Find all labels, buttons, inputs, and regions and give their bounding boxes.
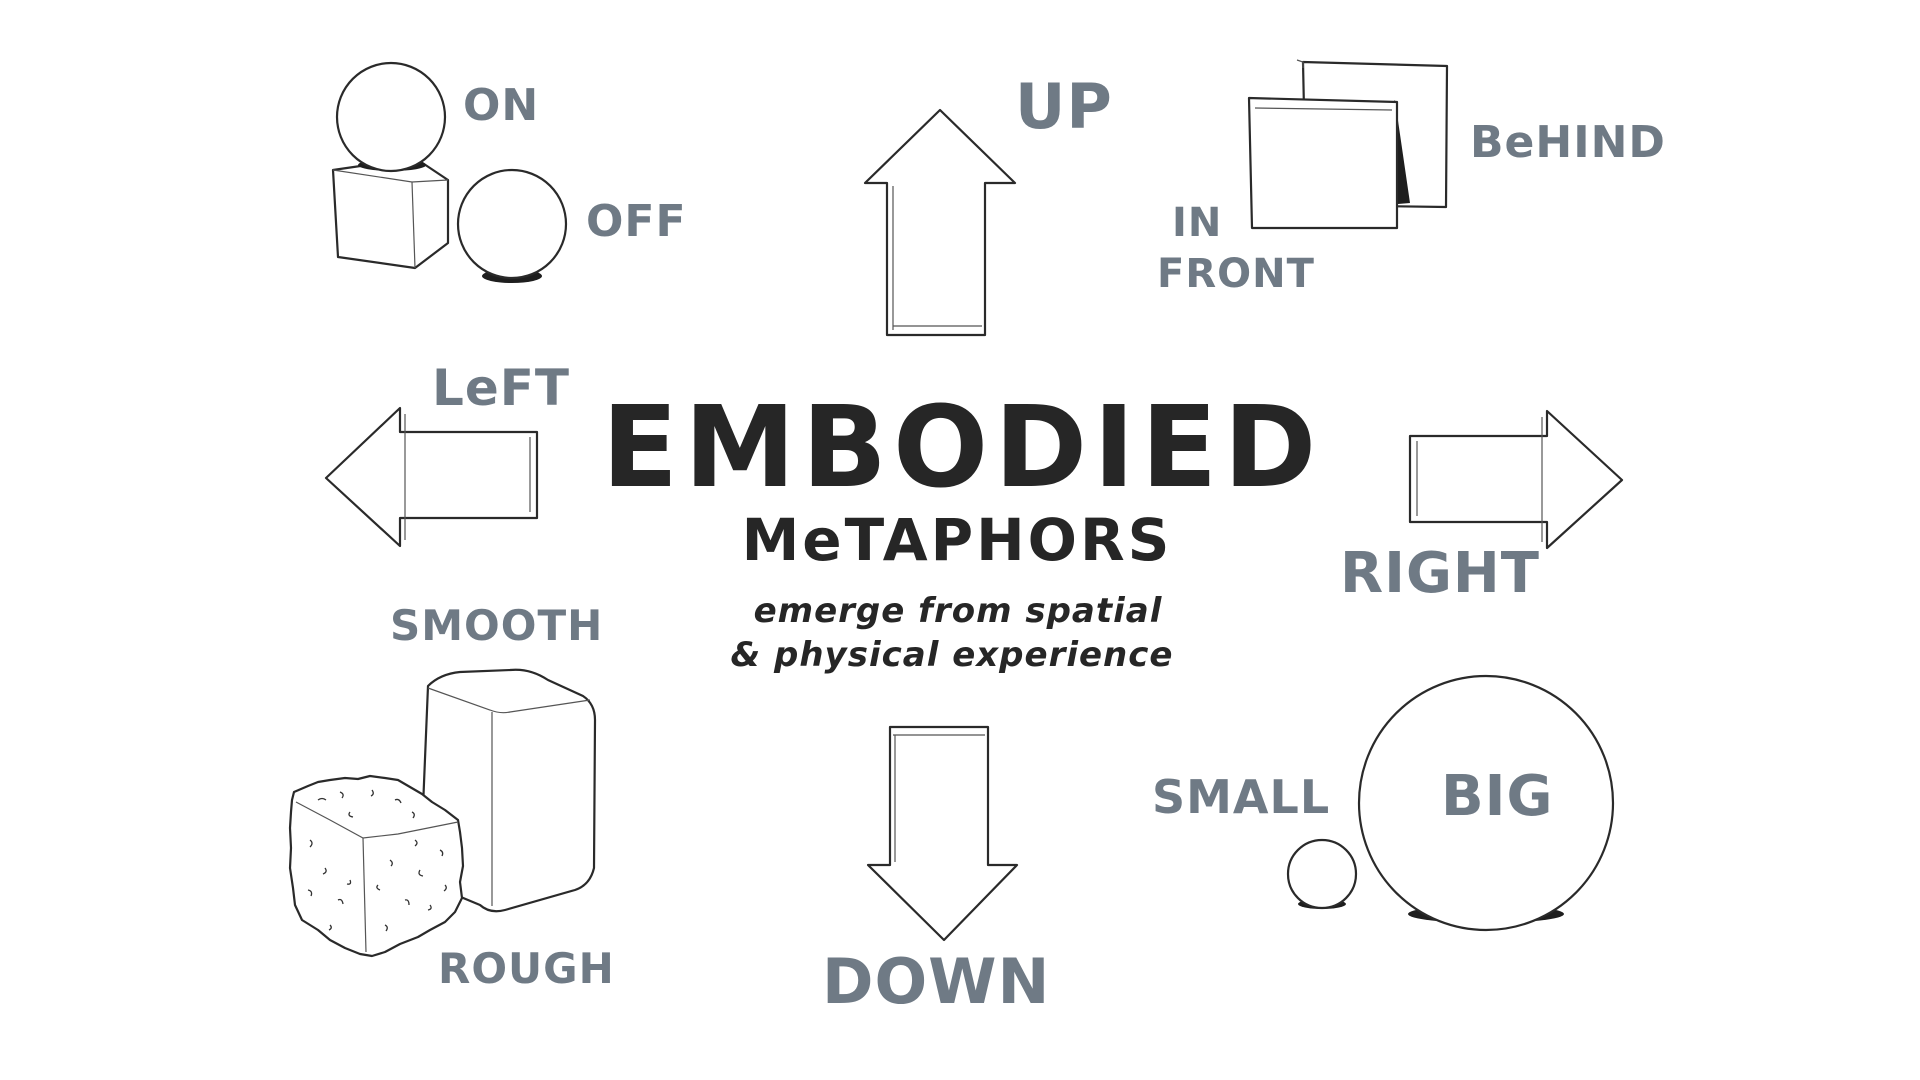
- label-off: OFF: [586, 196, 687, 247]
- on-off-illustration: [331, 61, 568, 283]
- rough-texture: [307, 789, 447, 932]
- down-arrow: [866, 725, 1019, 942]
- rough-cube: [288, 774, 465, 958]
- label-small: SMALL: [1152, 770, 1330, 824]
- label-rough: ROUGH: [438, 944, 615, 993]
- small-sphere: [1286, 838, 1358, 910]
- left-arrow: [324, 406, 539, 548]
- tagline-line-1: emerge from spatial: [754, 591, 1163, 631]
- up-arrow: [863, 108, 1017, 337]
- smooth-box: [418, 668, 597, 913]
- label-behind: BeHIND: [1470, 117, 1666, 168]
- label-on: ON: [463, 80, 539, 131]
- title-sub: MeTAPHORS: [742, 506, 1173, 574]
- small-big-illustration: [1286, 674, 1615, 932]
- label-left: LeFT: [432, 359, 570, 417]
- title-main: EMBODIED: [602, 383, 1323, 513]
- on-off-cube: [331, 156, 450, 270]
- on-sphere: [335, 61, 447, 173]
- label-front: FRONT: [1157, 251, 1315, 297]
- label-down: DOWN: [822, 945, 1050, 1018]
- right-arrow: [1408, 409, 1624, 550]
- smooth-rough-illustration: [288, 668, 597, 958]
- tagline-line-2: & physical experience: [731, 635, 1174, 675]
- label-in: IN: [1172, 200, 1222, 246]
- label-big: BIG: [1441, 764, 1553, 829]
- label-up: UP: [1015, 70, 1113, 143]
- big-sphere: [1357, 674, 1615, 932]
- label-smooth: SMOOTH: [390, 601, 603, 650]
- off-sphere: [456, 168, 568, 280]
- label-right: RIGHT: [1340, 541, 1540, 606]
- behind-in-front-illustration: [1247, 59, 1449, 230]
